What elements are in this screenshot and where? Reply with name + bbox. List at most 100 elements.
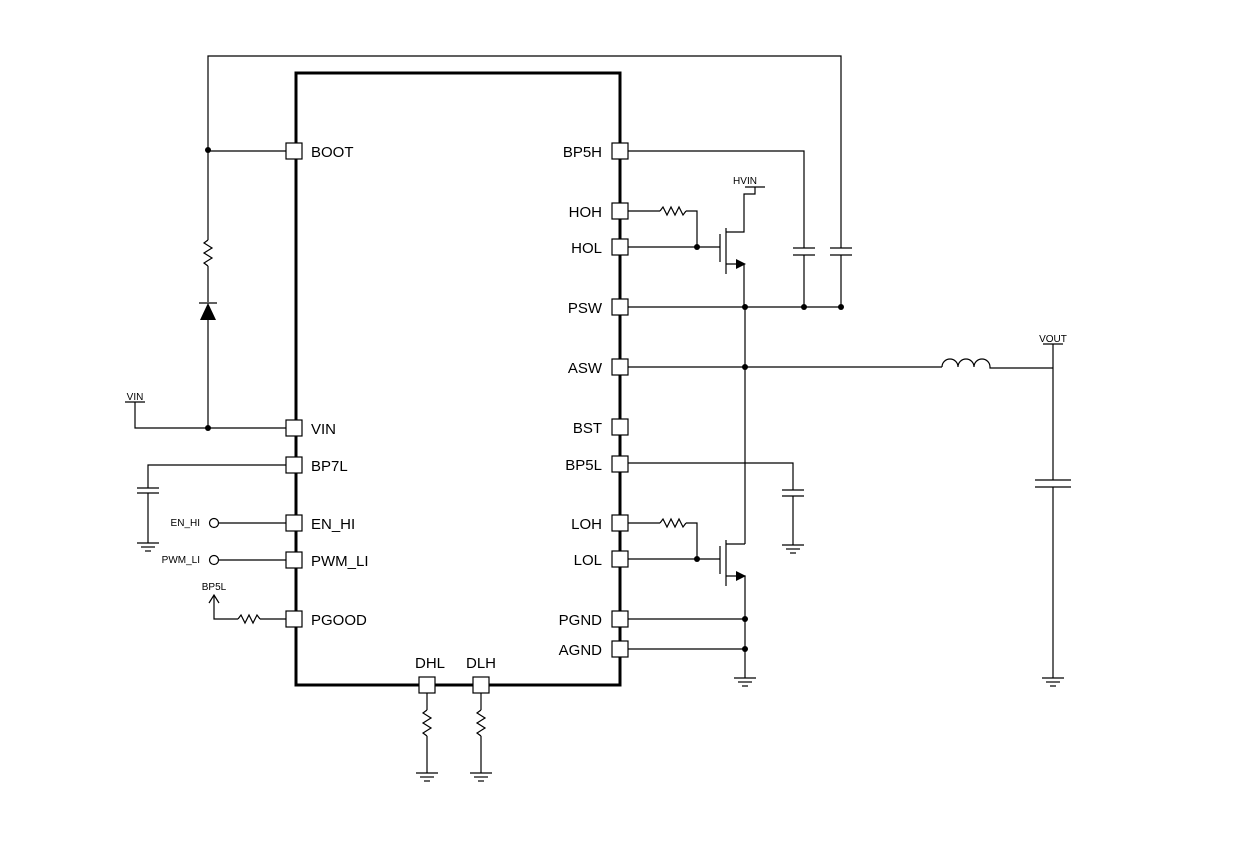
- pin-pad: [611, 142, 629, 160]
- boot-resistor: [202, 239, 214, 267]
- pin-vin: VIN: [285, 419, 336, 438]
- pin-boot: BOOT: [285, 142, 354, 161]
- pin-pwm-li: PWM_LI: [285, 551, 369, 570]
- dhl-resistor: [421, 709, 433, 737]
- ground-icon: [1042, 677, 1064, 687]
- pin-pad: [285, 456, 303, 474]
- pwm-li-terminal: [208, 554, 220, 566]
- loh-resistor: [659, 517, 687, 529]
- net-label-hvin: HVIN: [733, 176, 757, 187]
- pin-label-pgood: PGOOD: [311, 612, 367, 629]
- junction-dot: [742, 616, 748, 622]
- dlh-resistor: [475, 709, 487, 737]
- pin-label-lol: LOL: [574, 552, 602, 569]
- pin-label-bp5l: BP5L: [565, 457, 602, 474]
- output-inductor: [941, 358, 991, 368]
- pgood-resistor: [237, 613, 261, 625]
- pin-psw: PSW: [568, 298, 629, 317]
- pin-label-psw: PSW: [568, 300, 603, 317]
- junction-dot: [742, 364, 748, 370]
- pin-asw: ASW: [568, 358, 629, 377]
- ground-icon: [416, 772, 438, 782]
- pin-label-agnd: AGND: [559, 642, 603, 659]
- low-side-mosfet-icon: [719, 540, 746, 678]
- pin-label-asw: ASW: [568, 360, 603, 377]
- pin-hoh: HOH: [569, 202, 629, 221]
- net-label-bp5l-pullup: BP5L: [202, 582, 227, 593]
- net-label-vin: VIN: [127, 392, 144, 403]
- junction-dot: [205, 147, 211, 153]
- pin-label-vin: VIN: [311, 421, 336, 438]
- pin-label-pwm-li: PWM_LI: [311, 553, 369, 570]
- ground-icon: [137, 542, 159, 552]
- pin-pad: [611, 358, 629, 376]
- boot-diode: [200, 303, 216, 320]
- pin-pad: [611, 455, 629, 473]
- boot-loop-wire: [207, 55, 842, 248]
- pin-pgood: PGOOD: [285, 610, 367, 629]
- pin-label-loh: LOH: [571, 516, 602, 533]
- junction-dot: [694, 556, 700, 562]
- pin-bp5h: BP5H: [563, 142, 629, 161]
- net-label-pwm-li: PWM_LI: [162, 555, 200, 566]
- wire: [686, 522, 698, 559]
- en-hi-terminal: [208, 517, 220, 529]
- pin-pad: [285, 551, 303, 569]
- ground-icon: [782, 544, 804, 554]
- hoh-resistor: [659, 205, 687, 217]
- pin-label-bp5h: BP5H: [563, 144, 602, 161]
- wire: [686, 210, 698, 247]
- ic-body: [294, 71, 622, 687]
- pin-label-pgnd: PGND: [559, 612, 603, 629]
- wire: [213, 595, 238, 620]
- pin-label-boot: BOOT: [311, 144, 354, 161]
- junction-dot: [694, 244, 700, 250]
- net-label-vout: VOUT: [1039, 334, 1067, 345]
- net-label-en-hi: EN_HI: [171, 518, 200, 529]
- bp7l-wire: [147, 464, 286, 488]
- pin-pad: [285, 610, 303, 628]
- pin-bp7l: BP7L: [285, 456, 348, 475]
- junction-dot: [838, 304, 844, 310]
- wire: [989, 367, 1053, 369]
- pin-label-dhl: DHL: [415, 655, 445, 672]
- pin-pad: [472, 676, 490, 694]
- pin-loh: LOH: [571, 514, 629, 533]
- pin-pad: [611, 610, 629, 628]
- pin-label-en-hi: EN_HI: [311, 516, 355, 533]
- pin-bst: BST: [573, 418, 629, 437]
- pin-dlh: DLH: [466, 655, 496, 694]
- pin-agnd: AGND: [559, 640, 629, 659]
- pin-pad: [611, 640, 629, 658]
- ground-icon: [734, 677, 756, 687]
- high-side-mosfet-icon: [719, 187, 756, 307]
- pin-label-hoh: HOH: [569, 204, 602, 221]
- pin-pad: [285, 514, 303, 532]
- pin-pad: [611, 550, 629, 568]
- pin-pad: [611, 418, 629, 436]
- pin-pad: [611, 238, 629, 256]
- pin-en-hi: EN_HI: [285, 514, 355, 533]
- ground-icon: [470, 772, 492, 782]
- pin-label-bst: BST: [573, 420, 602, 437]
- pin-pad: [611, 298, 629, 316]
- pin-label-bp7l: BP7L: [311, 458, 348, 475]
- pin-label-hol: HOL: [571, 240, 602, 257]
- pin-pad: [418, 676, 436, 694]
- pin-pad: [285, 142, 303, 160]
- bp5l-wire: [628, 462, 794, 490]
- pin-bp5l: BP5L: [565, 455, 629, 474]
- pin-pad: [611, 514, 629, 532]
- junction-dot: [801, 304, 807, 310]
- vin-wire: [134, 402, 286, 429]
- pin-pad: [285, 419, 303, 437]
- pin-lol: LOL: [574, 550, 629, 569]
- bp5h-wire: [628, 150, 805, 248]
- pin-pgnd: PGND: [559, 610, 629, 629]
- pin-label-dlh: DLH: [466, 655, 496, 672]
- pin-dhl: DHL: [415, 655, 445, 694]
- pin-pad: [611, 202, 629, 220]
- pin-hol: HOL: [571, 238, 629, 257]
